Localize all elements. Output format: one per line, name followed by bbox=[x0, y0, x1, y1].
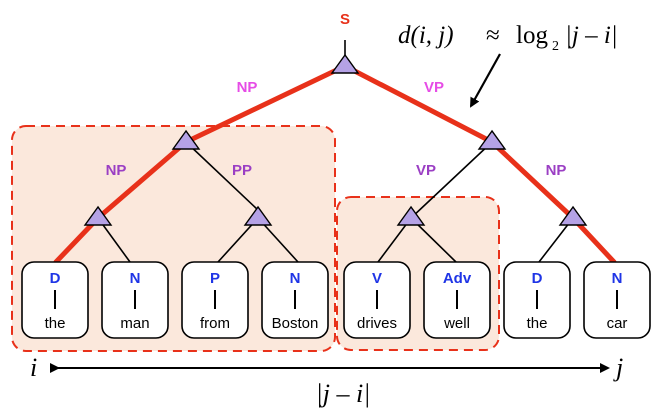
formula-arg: |j – i| bbox=[565, 22, 618, 49]
pp-node bbox=[243, 205, 273, 226]
root-label: S bbox=[340, 11, 350, 28]
leaf-boston: N Boston bbox=[261, 261, 329, 339]
leaf-word: car bbox=[607, 315, 628, 332]
formula-log: log bbox=[516, 22, 548, 49]
leaf-the-2: D the bbox=[503, 261, 571, 339]
leaf-word: man bbox=[120, 315, 149, 332]
phrase-label-vp: VP bbox=[416, 162, 436, 179]
leaf-tag: N bbox=[290, 270, 301, 287]
axis-left-label: i bbox=[30, 353, 37, 382]
leaf-well: Adv well bbox=[423, 261, 491, 339]
leaf-the: D the bbox=[21, 261, 89, 339]
leaf-tag: Adv bbox=[443, 270, 472, 287]
np-obj-node bbox=[558, 205, 588, 226]
leaf-nodes: D the N man P from N Boston V drives bbox=[21, 261, 651, 339]
np-node bbox=[171, 129, 201, 150]
phrase-label-pp: PP bbox=[232, 162, 252, 179]
formula-lhs: d(i, j) bbox=[398, 22, 454, 49]
np-det-node bbox=[83, 205, 113, 226]
leaf-word: the bbox=[45, 315, 66, 332]
leaf-tag: D bbox=[50, 270, 61, 287]
leaf-word: drives bbox=[357, 315, 397, 332]
phrase-label-np-top: NP bbox=[237, 79, 258, 96]
leaf-tag: N bbox=[612, 270, 623, 287]
leaf-word: well bbox=[443, 315, 470, 332]
leaf-tag: N bbox=[130, 270, 141, 287]
leaf-word: the bbox=[527, 315, 548, 332]
leaf-drives: V drives bbox=[343, 261, 411, 339]
distance-path bbox=[53, 63, 617, 265]
formula-approx: ≈ bbox=[486, 22, 500, 49]
subject-np-region bbox=[11, 125, 336, 352]
formula-pointer-arrow bbox=[470, 53, 501, 108]
leaf-tag: V bbox=[372, 270, 382, 287]
root-node bbox=[330, 53, 360, 74]
axis-right-label: j bbox=[613, 353, 623, 382]
leaf-car: N car bbox=[583, 261, 651, 339]
axis-span-label: |j – i| bbox=[316, 379, 371, 408]
span-axis: i j |j – i| bbox=[30, 353, 623, 408]
leaf-from: P from bbox=[181, 261, 249, 339]
distance-formula: d(i, j) ≈ log 2 |j – i| bbox=[398, 22, 618, 54]
phrase-label-vp-top: VP bbox=[424, 79, 444, 96]
leaf-tag: D bbox=[532, 270, 543, 287]
leaf-man: N man bbox=[101, 261, 169, 339]
phrase-label-np-obj: NP bbox=[546, 162, 567, 179]
leaf-word: from bbox=[200, 315, 230, 332]
tree-nodes bbox=[83, 53, 588, 226]
vp-node bbox=[477, 129, 507, 150]
leaf-word: Boston bbox=[272, 315, 319, 332]
vp-adv-node bbox=[396, 205, 426, 226]
leaf-tag: P bbox=[210, 270, 220, 287]
phrase-label-np: NP bbox=[106, 162, 127, 179]
formula-base: 2 bbox=[552, 39, 559, 54]
